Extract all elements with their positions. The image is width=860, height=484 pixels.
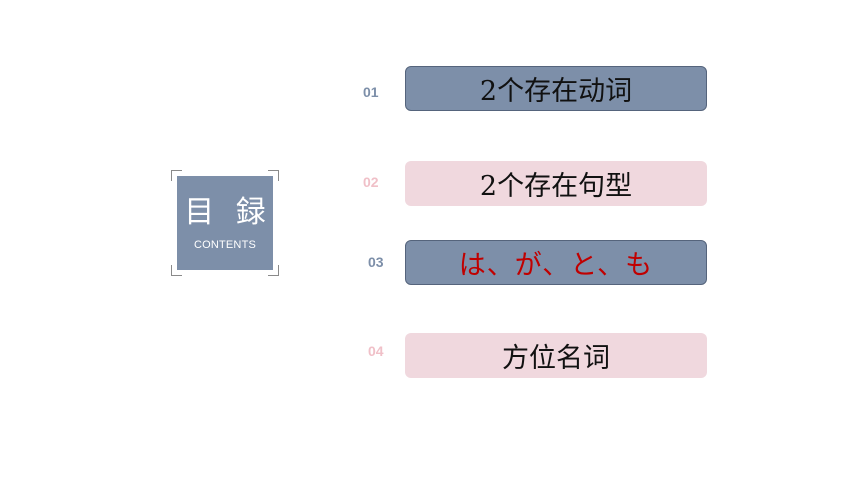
toc-item-2[interactable]: 2个存在句型 bbox=[405, 161, 707, 206]
contents-subtitle: CONTENTS bbox=[193, 239, 257, 251]
frame-corner-top-right bbox=[268, 170, 279, 181]
contents-frame: 目 録 CONTENTS bbox=[171, 170, 279, 276]
item-number-02: 02 bbox=[363, 174, 379, 190]
contents-box: 目 録 CONTENTS bbox=[177, 176, 273, 270]
item-number-04: 04 bbox=[368, 343, 384, 359]
frame-corner-bottom-left bbox=[171, 265, 182, 276]
toc-item-4[interactable]: 方位名词 bbox=[405, 333, 707, 378]
contents-title: 目 録 bbox=[184, 195, 272, 230]
frame-corner-bottom-right bbox=[268, 265, 279, 276]
toc-item-3[interactable]: は、が、と、も bbox=[405, 240, 707, 285]
item-number-01: 01 bbox=[363, 84, 379, 100]
toc-item-1[interactable]: 2个存在动词 bbox=[405, 66, 707, 111]
item-number-03: 03 bbox=[368, 254, 384, 270]
frame-corner-top-left bbox=[171, 170, 182, 181]
